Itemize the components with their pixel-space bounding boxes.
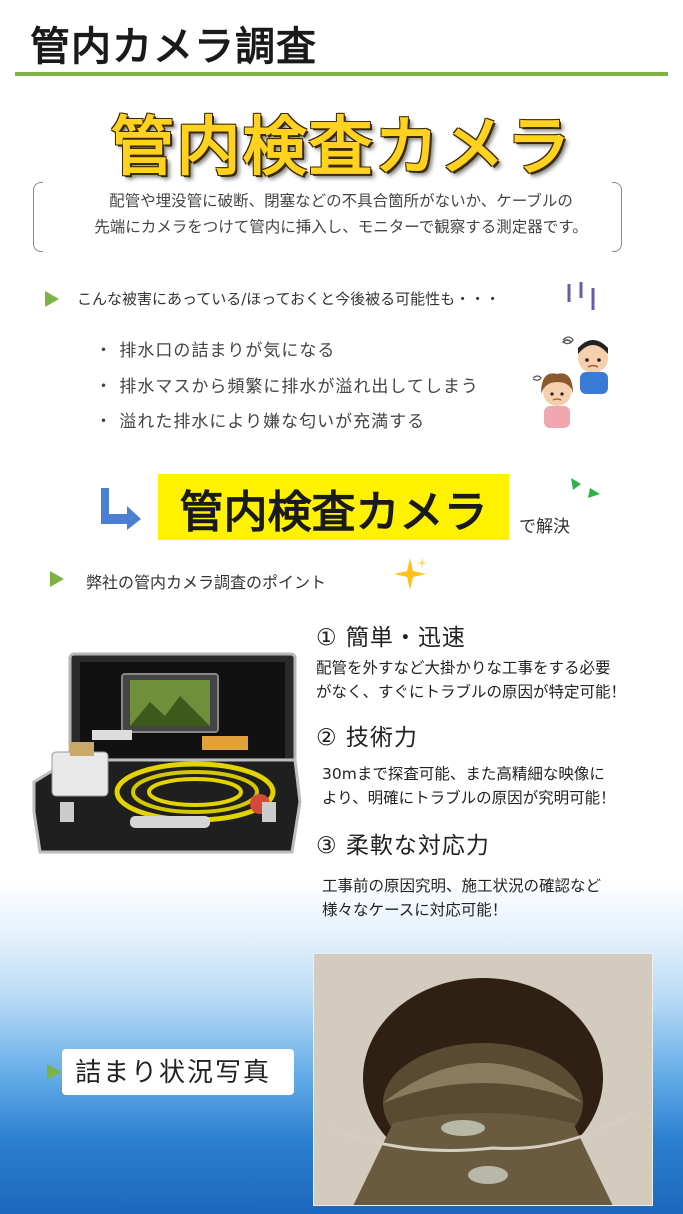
issue-item: ・ 溢れた排水により嫌な匂いが充満する	[95, 412, 426, 432]
sparkle-icon	[394, 558, 427, 590]
page-title: 管内カメラ調査	[30, 24, 317, 70]
description-line: 配管や埋没管に破断、閉塞などの不具合箇所がないか、ケーブルの	[109, 192, 573, 210]
point-body-2: 30mまで探査可能、また高精細な映像に より、明確にトラブルの原因が究明可能！	[322, 762, 616, 810]
description-bracket-left	[33, 182, 43, 252]
triangle-bullet-icon	[47, 1064, 61, 1080]
point-body-line: より、明確にトラブルの原因が究明可能！	[322, 789, 616, 807]
corner-arrow-icon	[101, 488, 141, 530]
worried-people-illustration	[532, 336, 608, 428]
photo-label: 詰まり状況写真	[75, 1058, 272, 1088]
solution-suffix: で解決	[519, 517, 570, 537]
title-divider	[15, 72, 668, 76]
point-body-line: がなく、すぐにトラブルの原因が特定可能！	[316, 683, 627, 701]
issue-item: ・ 排水口の詰まりが気になる	[95, 341, 336, 361]
worry-lines-icon	[563, 280, 603, 321]
pipe-blockage-photo	[313, 953, 653, 1206]
point-body-line: 配管を外すなど大掛かりな工事をする必要	[316, 659, 611, 677]
point-body-line: 工事前の原因究明、施工状況の確認など	[322, 877, 602, 895]
point-title-2: ② 技術力	[316, 725, 418, 751]
point-title-1: ① 簡単・迅速	[316, 625, 466, 651]
damage-intro: こんな被害にあっている/ほっておくと今後被る可能性も・・・	[77, 290, 501, 308]
decorative-triangles-icon	[571, 478, 600, 498]
point-body-line: 様々なケースに対応可能！	[322, 901, 508, 919]
point-body-3: 工事前の原因究明、施工状況の確認など 様々なケースに対応可能！	[322, 874, 601, 922]
triangle-bullet-icon	[45, 291, 59, 307]
triangle-bullet-icon	[50, 571, 64, 587]
hero-heading: 管内検査カメラ	[110, 111, 573, 185]
inspection-camera-case-image	[32, 652, 302, 854]
point-title-3: ③ 柔軟な対応力	[316, 833, 490, 859]
issue-item: ・ 排水マスから頻繁に排水が溢れ出してしまう	[95, 377, 479, 397]
description: 配管や埋没管に破断、閉塞などの不具合箇所がないか、ケーブルの 先端にカメラをつけ…	[38, 182, 644, 252]
solution-highlight-box	[158, 474, 509, 540]
photo-label-box	[62, 1049, 294, 1095]
point-body-1: 配管を外すなど大掛かりな工事をする必要 がなく、すぐにトラブルの原因が特定可能！	[316, 656, 626, 704]
point-body-line: 30mまで探査可能、また高精細な映像に	[322, 765, 605, 783]
points-intro: 弊社の管内カメラ調査のポイント	[86, 573, 327, 592]
description-line: 先端にカメラをつけて管内に挿入し、モニターで観察する測定器です。	[94, 218, 588, 236]
solution-highlight-text: 管内検査カメラ	[179, 487, 488, 538]
